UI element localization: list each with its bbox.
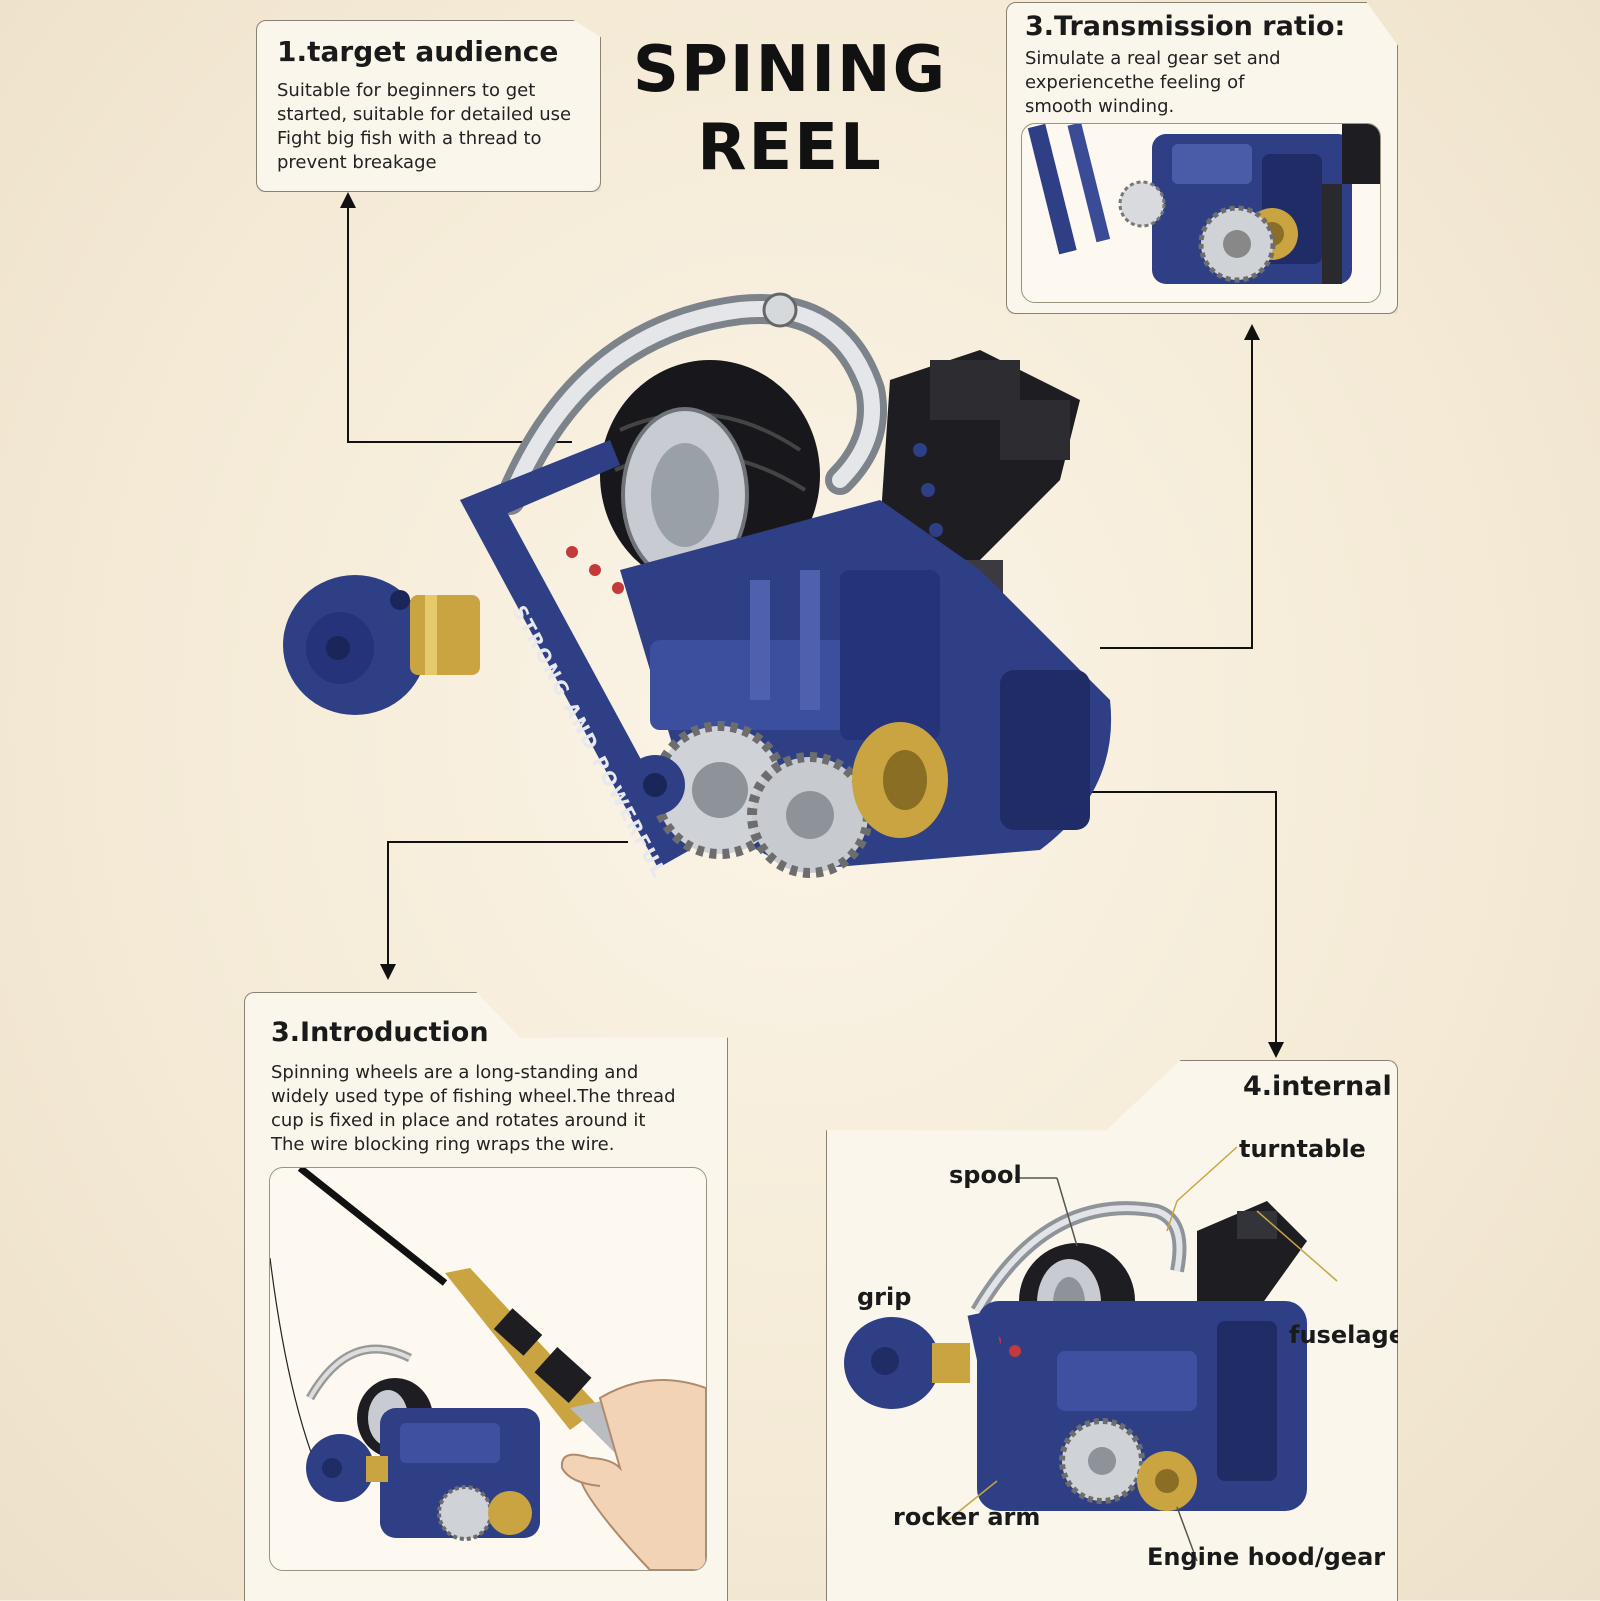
card-target-line: Fight big fish with a thread to xyxy=(277,128,542,149)
label-fuselage: fuselage xyxy=(1289,1321,1405,1349)
card-target-heading: 1.target audience xyxy=(277,35,559,68)
card-target-body: Suitable for beginners to get started, s… xyxy=(277,79,571,175)
card-transmission-line: experiencethe feeling of xyxy=(1025,72,1245,93)
card-target-line: prevent breakage xyxy=(277,152,437,173)
label-grip: grip xyxy=(857,1283,912,1311)
label-spool: spool xyxy=(949,1161,1022,1189)
card-target-audience: 1.target audience Suitable for beginners… xyxy=(256,20,601,192)
card-introduction: 3.Introduction Spinning wheels are a lon… xyxy=(244,992,728,1601)
card-introduction-line: cup is fixed in place and rotates around… xyxy=(271,1110,646,1131)
card-introduction-line: Spinning wheels are a long-standing and xyxy=(271,1062,639,1083)
label-turntable: turntable xyxy=(1239,1135,1366,1163)
card-introduction-heading: 3.Introduction xyxy=(271,1017,489,1048)
card-target-line: Suitable for beginners to get xyxy=(277,80,536,101)
card-internal-heading: 4.internal xyxy=(1243,1071,1392,1102)
hand-rod-icon xyxy=(270,1168,706,1570)
card-introduction-line: The wire blocking ring wraps the wire. xyxy=(271,1134,615,1155)
card-transmission-line: Simulate a real gear set and xyxy=(1025,48,1281,69)
small-reel-icon xyxy=(844,1146,1338,1562)
card-transmission-line: smooth winding. xyxy=(1025,96,1175,117)
label-rocker-arm: rocker arm xyxy=(893,1503,1041,1531)
spinning-reel-icon: STRONG AND POWERFUL xyxy=(283,292,1112,882)
gear-closeup-icon xyxy=(1027,124,1380,284)
label-engine-hood: Engine hood/gear xyxy=(1147,1543,1386,1571)
page-title-line2: REEL xyxy=(697,111,883,185)
card-transmission-ratio: 3.Transmission ratio: Simulate a real ge… xyxy=(1006,2,1398,314)
hand-rod-frame xyxy=(269,1167,707,1571)
card-target-line: started, suitable for detailed use xyxy=(277,104,572,125)
page-title-line1: SPINING xyxy=(632,33,948,107)
card-transmission-heading: 3.Transmission ratio: xyxy=(1025,11,1346,42)
card-internal: 4.internal spool xyxy=(826,1060,1398,1601)
gear-closeup-frame xyxy=(1021,123,1381,303)
card-transmission-body: Simulate a real gear set and experiencet… xyxy=(1025,47,1281,119)
card-introduction-line: widely used type of fishing wheel.The th… xyxy=(271,1086,676,1107)
card-introduction-body: Spinning wheels are a long-standing and … xyxy=(271,1061,676,1157)
